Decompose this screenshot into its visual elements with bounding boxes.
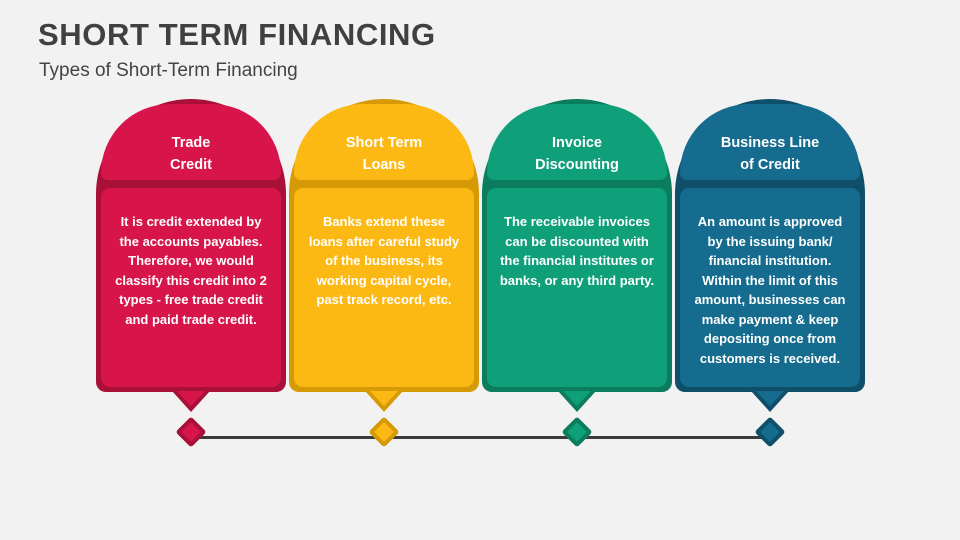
page-title: SHORT TERM FINANCING xyxy=(38,17,436,52)
card-body-panel: Banks extend these loans after careful s… xyxy=(294,188,474,387)
card-pointer xyxy=(370,391,398,406)
card-body-text: It is credit extended by the accounts pa… xyxy=(115,214,267,327)
card-heading: Trade Credit xyxy=(170,134,212,173)
card-trade-credit[interactable]: Trade Credit It is credit extended by the… xyxy=(96,99,286,412)
card-heading: Short Term Loans xyxy=(345,134,423,173)
card-heading: Invoice Discounting xyxy=(535,134,619,173)
node-trade-credit[interactable] xyxy=(175,416,207,448)
card-pointer xyxy=(563,391,591,406)
node-business-line-credit[interactable] xyxy=(754,416,786,448)
card-body-panel: An amount is approved by the issuing ban… xyxy=(680,188,860,387)
card-business-line-of-credit[interactable]: Business Line of Credit An amount is appr… xyxy=(675,99,865,412)
card-header-panel: Short Term Loans xyxy=(294,104,474,180)
node-short-term-loans[interactable] xyxy=(368,416,400,448)
node-inner xyxy=(567,422,587,442)
card-header-panel: Trade Credit xyxy=(101,104,281,180)
node-inner xyxy=(181,422,201,442)
connector-line xyxy=(190,436,770,439)
page-subtitle: Types of Short-Term Financing xyxy=(39,60,298,81)
card-body-panel: The receivable invoices can be discounte… xyxy=(487,188,667,387)
card-body-text: Banks extend these loans after careful s… xyxy=(308,214,460,307)
card-body-panel: It is credit extended by the accounts pa… xyxy=(101,188,281,387)
card-header-panel: Business Line of Credit xyxy=(680,104,860,180)
card-pointer xyxy=(177,391,205,406)
card-header-panel: Invoice Discounting xyxy=(487,104,667,180)
node-inner xyxy=(760,422,780,442)
card-body-text: The receivable invoices can be discounte… xyxy=(499,214,655,288)
node-inner xyxy=(374,422,394,442)
card-pointer xyxy=(756,391,784,406)
node-invoice-discounting[interactable] xyxy=(561,416,593,448)
card-body-text: An amount is approved by the issuing ban… xyxy=(694,214,846,366)
card-heading: Business Line of Credit xyxy=(720,134,820,173)
